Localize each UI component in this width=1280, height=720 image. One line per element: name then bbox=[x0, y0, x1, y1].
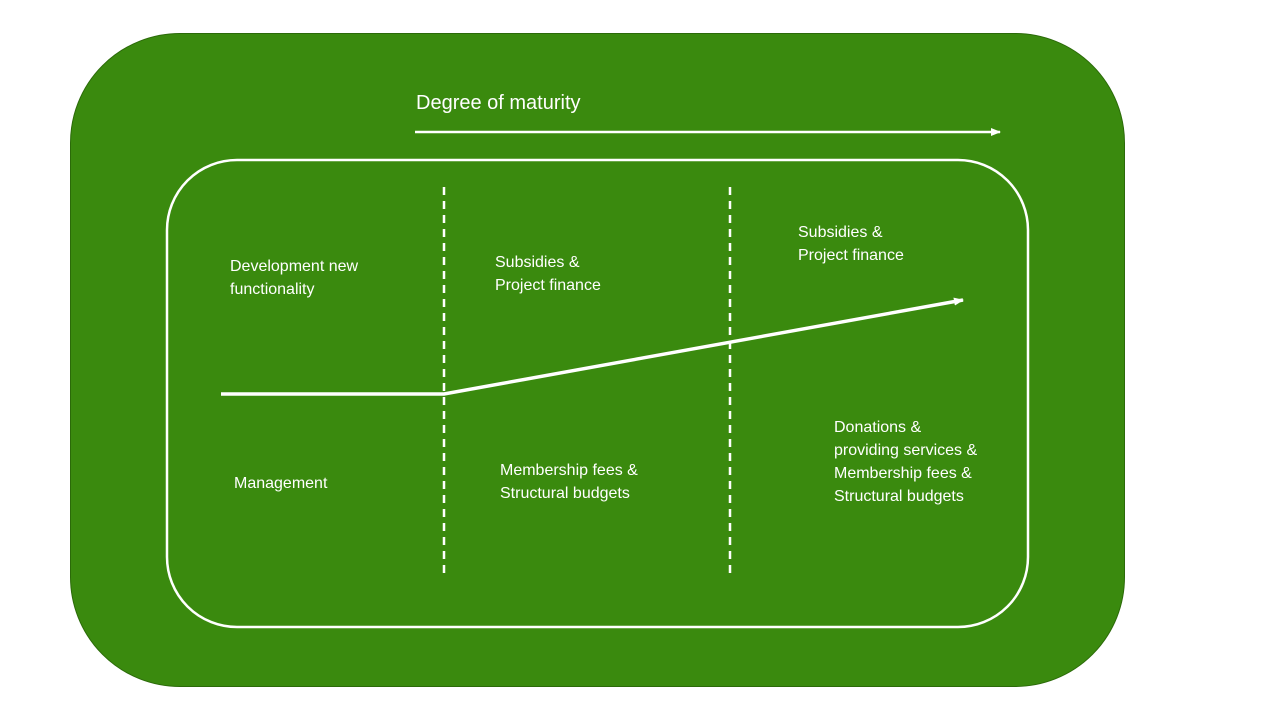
label-subsidies-project-finance-2: Subsidies & Project finance bbox=[798, 224, 904, 264]
growth-trend-arrow bbox=[221, 297, 964, 396]
label-subsidies-project-finance-1: Subsidies & Project finance bbox=[495, 254, 601, 294]
outer-rounded-panel bbox=[70, 33, 1125, 687]
inner-rounded-frame bbox=[165, 158, 1030, 629]
label-management: Management bbox=[234, 475, 328, 492]
diagram-title: Degree of maturity bbox=[416, 92, 581, 114]
label-membership-structural: Membership fees & Structural budgets bbox=[500, 462, 638, 502]
label-donations-services-membership-structural: Donations & providing services & Members… bbox=[834, 419, 978, 505]
label-development-new-functionality: Development new functionality bbox=[230, 258, 359, 298]
